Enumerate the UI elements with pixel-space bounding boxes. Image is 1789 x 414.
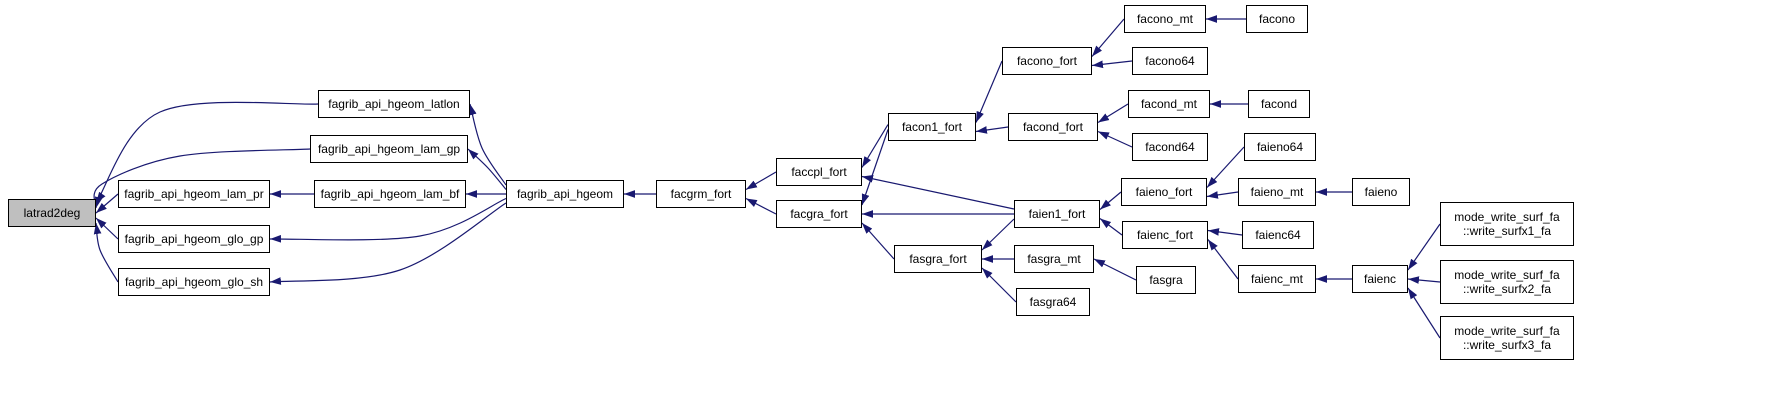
- edge-hgeom_lam_gp-to-latrad2deg: [93, 148, 311, 209]
- node-hgeom_lam_pr[interactable]: fagrib_api_hgeom_lam_pr: [118, 180, 270, 208]
- edge-hgeom-to-hgeom_glo_sh: [269, 202, 507, 285]
- node-faienc64[interactable]: faienc64: [1242, 221, 1314, 249]
- node-fasgra64[interactable]: fasgra64: [1016, 288, 1090, 316]
- edge-hgeom_latlon-to-latrad2deg: [95, 101, 319, 204]
- node-latrad2deg: latrad2deg: [8, 199, 96, 227]
- edge-facond_fort-to-facon1_fort: [975, 126, 1009, 134]
- node-hgeom_glo_gp[interactable]: fagrib_api_hgeom_glo_gp: [118, 225, 270, 253]
- edge-wx1-to-faienc: [1407, 223, 1441, 271]
- node-facono[interactable]: facono: [1246, 5, 1308, 33]
- edge-facono64-to-facono_fort: [1091, 60, 1133, 69]
- node-facond64[interactable]: facond64: [1132, 133, 1208, 161]
- edge-faienc_fort-to-faien1_fort: [1099, 218, 1123, 236]
- edge-facgra_fort-to-facgrm_fort: [745, 197, 777, 215]
- edge-facond_mt-to-facond_fort: [1097, 103, 1129, 124]
- node-faieno64[interactable]: faieno64: [1244, 133, 1316, 161]
- edge-facono_mt-to-facono_fort: [1091, 18, 1125, 57]
- edge-faienc_mt-to-faienc_fort: [1207, 239, 1239, 280]
- node-hgeom_lam_gp[interactable]: fagrib_api_hgeom_lam_gp: [310, 135, 468, 163]
- node-hgeom[interactable]: fagrib_api_hgeom: [506, 180, 624, 208]
- edge-facono_fort-to-facon1_fort: [975, 60, 1003, 123]
- node-wx2[interactable]: mode_write_surf_fa ::write_surfx2_fa: [1440, 260, 1574, 304]
- node-hgeom_latlon[interactable]: fagrib_api_hgeom_latlon: [318, 90, 470, 118]
- node-faienc[interactable]: faienc: [1352, 265, 1408, 293]
- node-fasgra[interactable]: fasgra: [1136, 266, 1196, 294]
- edge-facond64-to-facond_fort: [1097, 130, 1133, 148]
- edge-fasgra-to-fasgra_mt: [1093, 258, 1137, 281]
- edge-facon1_fort-to-faccpl_fort: [861, 124, 889, 168]
- edge-hgeom-to-hgeom_lam_gp: [467, 148, 507, 190]
- edge-faieno_fort-to-faien1_fort: [1099, 191, 1122, 210]
- node-facono_mt[interactable]: facono_mt: [1124, 5, 1206, 33]
- node-facond_mt[interactable]: facond_mt: [1128, 90, 1210, 118]
- node-facgrm_fort[interactable]: facgrm_fort: [656, 180, 746, 208]
- node-faien1_fort[interactable]: faien1_fort: [1014, 200, 1100, 228]
- node-facono64[interactable]: facono64: [1132, 47, 1208, 75]
- node-faienc_mt[interactable]: faienc_mt: [1238, 265, 1316, 293]
- node-facond_fort[interactable]: facond_fort: [1008, 113, 1098, 141]
- edge-faienc64-to-faienc_fort: [1207, 228, 1243, 236]
- node-faieno_fort[interactable]: faieno_fort: [1121, 178, 1207, 206]
- node-facgra_fort[interactable]: facgra_fort: [776, 200, 862, 228]
- edge-hgeom_lam_pr-to-latrad2deg: [95, 193, 119, 214]
- node-hgeom_glo_sh[interactable]: fagrib_api_hgeom_glo_sh: [118, 268, 270, 296]
- node-facond[interactable]: facond: [1248, 90, 1310, 118]
- node-fasgra_fort[interactable]: fasgra_fort: [894, 245, 982, 273]
- edge-faieno64-to-faieno_fort: [1206, 146, 1245, 188]
- node-wx3[interactable]: mode_write_surf_fa ::write_surfx3_fa: [1440, 316, 1574, 360]
- edge-facon1_fort-to-facgra_fort: [861, 129, 889, 206]
- edge-wx2-to-faienc: [1407, 276, 1441, 284]
- edge-wx3-to-faienc: [1407, 287, 1441, 339]
- edge-faccpl_fort-to-facgrm_fort: [745, 171, 777, 191]
- node-faieno[interactable]: faieno: [1352, 178, 1410, 206]
- edge-faien1_fort-to-fasgra_fort: [981, 218, 1015, 251]
- edge-hgeom-to-hgeom_glo_gp: [269, 197, 507, 243]
- node-wx1[interactable]: mode_write_surf_fa ::write_surfx1_fa: [1440, 202, 1574, 246]
- edge-faieno_mt-to-faieno_fort: [1206, 191, 1239, 199]
- edge-hgeom-to-hgeom_latlon: [469, 103, 507, 186]
- edge-hgeom_glo_sh-to-latrad2deg: [93, 222, 119, 283]
- edge-faien1_fort-to-faccpl_fort: [861, 175, 1015, 210]
- node-faccpl_fort[interactable]: faccpl_fort: [776, 158, 862, 186]
- edge-fasgra64-to-fasgra_fort: [981, 267, 1017, 303]
- node-faienc_fort[interactable]: faienc_fort: [1122, 221, 1208, 249]
- edge-hgeom_glo_gp-to-latrad2deg: [95, 217, 119, 240]
- edge-fasgra_fort-to-facgra_fort: [861, 222, 895, 260]
- node-facon1_fort[interactable]: facon1_fort: [888, 113, 976, 141]
- node-hgeom_lam_bf[interactable]: fagrib_api_hgeom_lam_bf: [314, 180, 466, 208]
- node-fasgra_mt[interactable]: fasgra_mt: [1014, 245, 1094, 273]
- node-facono_fort[interactable]: facono_fort: [1002, 47, 1092, 75]
- node-faieno_mt[interactable]: faieno_mt: [1238, 178, 1316, 206]
